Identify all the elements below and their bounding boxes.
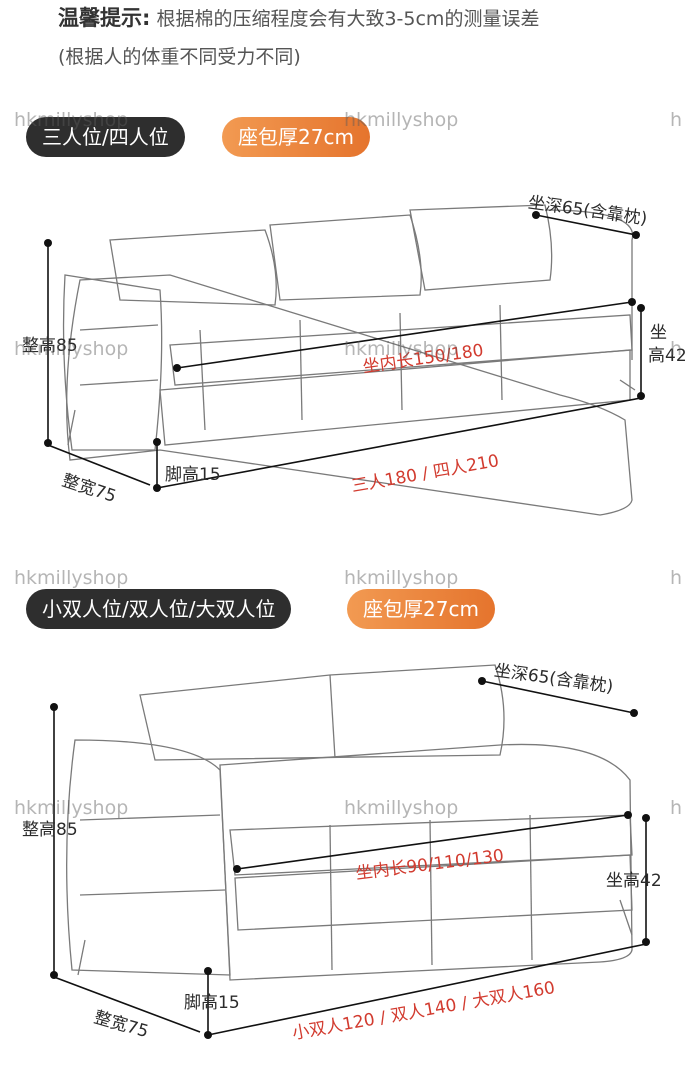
sofa2-inner-length-line (236, 814, 629, 870)
watermark: hkmillyshop (344, 567, 459, 589)
watermark: hkmillyshop (344, 109, 459, 131)
sofa2-height-label: 整高85 (22, 820, 78, 840)
watermark: hkmillyshop (14, 567, 129, 589)
sofa2-diagram (50, 664, 650, 1039)
sofa1-length-line (156, 397, 642, 489)
tip-label: 温馨提示: (58, 6, 151, 30)
sofa1-diagram (44, 204, 645, 516)
sofa1-inner-length-line (176, 301, 633, 369)
watermark-partial: h (670, 338, 683, 360)
sofa2-inner-dot-left (233, 865, 241, 873)
tip-subtext: (根据人的体重不同受力不同) (58, 46, 301, 68)
section1-cushion-pill: 座包厚27cm (222, 117, 370, 157)
sofa1-height-label: 整高85 (22, 336, 78, 356)
sofa1-inner-dot-right (628, 298, 636, 306)
watermark: hkmillyshop (14, 797, 129, 819)
sofa1-depth-dot-left (532, 211, 540, 219)
sofa2-depth-dot-left (478, 677, 486, 685)
watermark-partial: h (670, 109, 683, 131)
section2-title-pill: 小双人位/双人位/大双人位 (26, 589, 292, 629)
watermark-partial: h (670, 567, 683, 589)
sofa1-seat-height-label-b: 高42 (648, 346, 686, 366)
watermark: hkmillyshop (14, 109, 129, 131)
sofa1-inner-dot-left (173, 364, 181, 372)
sofa2-outline (66, 664, 633, 981)
sofa2-leg-dot-top (204, 967, 212, 975)
sofa1-height-dot-top (44, 239, 52, 247)
sofa2-height-dot-top (50, 703, 58, 711)
sofa2-inner-dot-right (624, 811, 632, 819)
watermark: hkmillyshop (14, 338, 129, 360)
watermark-partial: h (670, 797, 683, 819)
watermark: hkmillyshop (344, 797, 459, 819)
section1-title-pill: 三人位/四人位 (26, 117, 185, 157)
sofa1-depth-line (535, 214, 637, 236)
sofa2-seat-height-label: 坐高42 (606, 871, 662, 891)
tip-line: 温馨提示: 根据棉的压缩程度会有大致3-5cm的测量误差 (58, 2, 539, 32)
section2-cushion-pill: 座包厚27cm (347, 589, 495, 629)
sofa1-leg-height-label: 脚高15 (165, 465, 221, 485)
sofa1-seat-dot-top (637, 304, 645, 312)
sofa2-depth-line (481, 680, 635, 714)
sofa2-width-line (53, 976, 201, 1033)
sofa1-leg-dot-top (153, 438, 161, 446)
sofa2-length-line (207, 943, 647, 1036)
sofa2-depth-dot-right (630, 709, 638, 717)
sofa2-leg-height-label: 脚高15 (184, 993, 240, 1013)
sofa1-depth-dot-right (632, 231, 640, 239)
watermark: hkmillyshop (344, 338, 459, 360)
sofa2-seat-dot-top (642, 814, 650, 822)
tip-text: 根据棉的压缩程度会有大致3-5cm的测量误差 (156, 8, 540, 30)
sofa1-outline (62, 204, 636, 516)
sofa1-width-line (47, 444, 151, 486)
sofa1-seat-height-label-a: 坐 (650, 323, 667, 343)
